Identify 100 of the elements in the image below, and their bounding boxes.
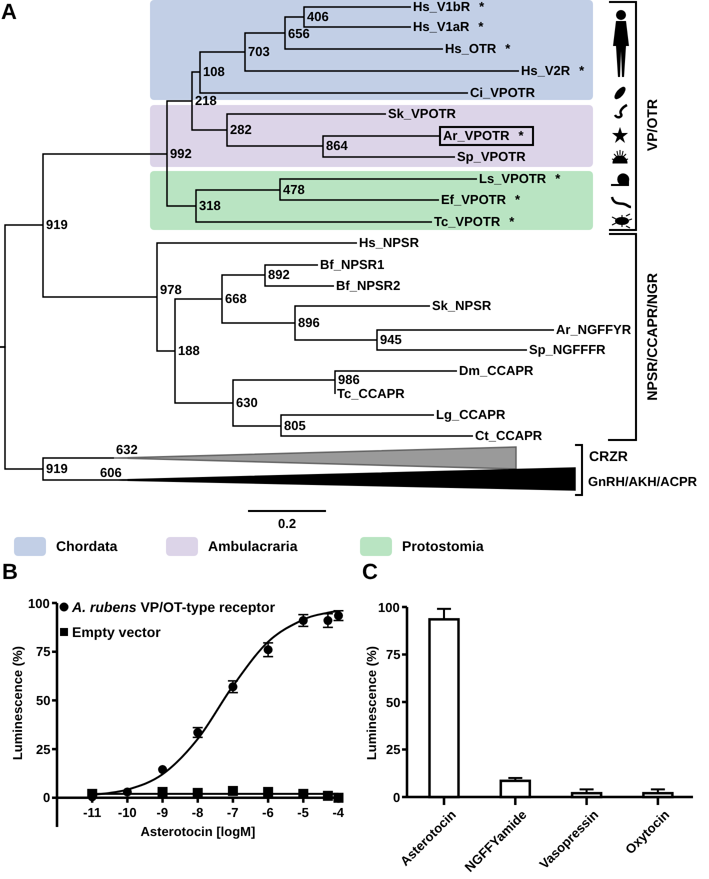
- tick-label: -4: [332, 805, 344, 820]
- legend-label: Empty vector: [72, 624, 161, 640]
- highlight-box: [439, 126, 534, 146]
- tick-label: 100: [378, 600, 400, 614]
- bootstrap-value: 218: [192, 94, 217, 108]
- tree-branch: [42, 457, 114, 469]
- taxon-label: Bf_NPSR2: [336, 278, 400, 293]
- taxon-label: Sp_NGFFFR: [529, 342, 606, 357]
- asterisk-mark: *: [479, 0, 484, 14]
- asterisk-mark: *: [518, 128, 524, 143]
- scale-label: 0.2: [278, 516, 296, 530]
- asterisk-mark: *: [555, 171, 560, 186]
- bootstrap-value: 992: [167, 147, 192, 161]
- tree-branch: [264, 264, 318, 275]
- asterisk-mark: *: [515, 192, 520, 207]
- tree-branch: [376, 340, 527, 351]
- bootstrap-value: 406: [304, 10, 329, 24]
- tick-label: -10: [118, 805, 137, 820]
- tree-branch: [280, 414, 434, 426]
- tree-branch: [294, 323, 377, 341]
- tree-branch: [156, 297, 175, 352]
- tree-branch: [221, 299, 295, 324]
- bootstrap-value: 892: [265, 268, 290, 282]
- bootstrap-value: 606: [100, 466, 122, 479]
- tick-label: 0: [43, 790, 50, 806]
- tree-branch: [0, 346, 43, 470]
- tree-branch: [334, 380, 336, 395]
- tick-label: 0: [393, 790, 400, 804]
- tree-branch: [42, 225, 157, 298]
- axis-title: Asterotocin [logM]: [140, 824, 256, 838]
- panel-letter: C: [362, 560, 378, 584]
- taxon-label: Hs_NPSR: [359, 235, 419, 250]
- bootstrap-value: 282: [227, 123, 252, 137]
- bootstrap-value: 478: [280, 183, 305, 197]
- tree-branch: [174, 298, 222, 351]
- bootstrap-value: 919: [43, 218, 68, 232]
- bootstrap-value: 986: [335, 373, 360, 387]
- taxon-label: Sp_VPOTR: [457, 149, 526, 164]
- tick-label: 25: [386, 742, 400, 757]
- tick-label: -7: [226, 805, 238, 820]
- tree-branch: [322, 135, 439, 146]
- tree-branch: [195, 189, 280, 206]
- tick-label: -11: [83, 805, 102, 820]
- taxon-label: Hs_OTR: [445, 41, 496, 56]
- clade-label: GnRH/AKH/ACPR: [588, 474, 698, 488]
- taxon-label: Hs_V1bR: [413, 0, 470, 14]
- tick-label: 100: [28, 596, 50, 610]
- bootstrap-value: 805: [281, 419, 306, 433]
- asterisk-mark: *: [579, 63, 584, 78]
- taxon-label: Ef_VPOTR: [441, 192, 506, 207]
- taxon-label: Hs_V1aR: [413, 19, 470, 34]
- bootstrap-value: 668: [222, 292, 247, 306]
- axis-title: Luminescence (%): [10, 646, 24, 760]
- tree-branch: [244, 52, 519, 72]
- bootstrap-value: 978: [157, 283, 182, 297]
- bootstrap-value: 703: [245, 45, 270, 59]
- taxon-label: Tc_VPOTR: [434, 214, 500, 229]
- tree-branch: [284, 16, 304, 33]
- taxon-label: Hs_V2R: [521, 63, 570, 78]
- tree-branch: [199, 51, 245, 72]
- asterisk-mark: *: [505, 41, 510, 56]
- taxon-label: Sk_NPSR: [432, 298, 492, 313]
- taxon-label: Ci_VPOTR: [470, 85, 536, 100]
- tick-label: -9: [156, 805, 168, 820]
- tick-label: 75: [36, 644, 50, 660]
- tree-branch: [195, 206, 432, 223]
- taxon-label: Lg_CCAPR: [436, 407, 506, 422]
- legend-label: A. rubens VP/OT-type receptor: [72, 600, 276, 614]
- bootstrap-value: 864: [323, 139, 348, 153]
- tree-branch: [334, 370, 457, 380]
- asterisk-mark: *: [478, 19, 484, 34]
- clade-label: CRZR: [589, 448, 628, 464]
- tree-branch: [42, 153, 167, 225]
- tree-branch: [284, 33, 443, 50]
- tree-branch: [232, 403, 281, 427]
- tree-branch: [244, 32, 285, 52]
- tree-branch: [166, 154, 196, 207]
- bootstrap-value: 108: [200, 65, 225, 79]
- clade-label: VP/OTR: [644, 99, 660, 152]
- tree-branch: [166, 100, 192, 154]
- tick-label: -5: [297, 805, 309, 820]
- bootstrap-value: 188: [175, 344, 200, 358]
- tree-branch: [221, 274, 265, 299]
- tree-branch: [191, 101, 227, 131]
- tree-branch: [279, 190, 439, 201]
- tree-branch: [226, 130, 323, 147]
- bootstrap-value: 919: [43, 462, 68, 476]
- taxon-label: Sk_VPOTR: [388, 106, 456, 121]
- tree-branch: [303, 6, 411, 17]
- tree-branch: [191, 71, 200, 101]
- taxon-label: Ar_VPOTR: [443, 128, 510, 143]
- panel-letter: A: [1, 0, 17, 24]
- tree-branch: [199, 72, 468, 94]
- tick-label: -6: [262, 805, 274, 820]
- tree-branch: [303, 17, 411, 28]
- tree-branch: [280, 426, 473, 437]
- tick-label: 50: [36, 692, 50, 708]
- tree-branch: [376, 329, 554, 340]
- panel-letter: B: [2, 560, 18, 584]
- bootstrap-value: 945: [377, 333, 402, 347]
